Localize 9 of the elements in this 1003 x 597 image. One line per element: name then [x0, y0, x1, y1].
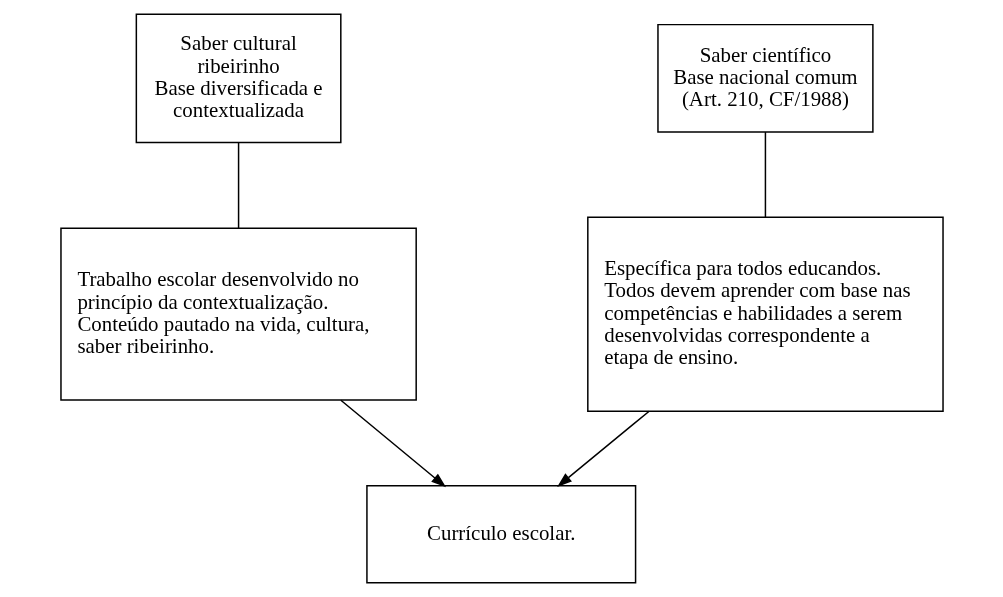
- connector: [764, 131, 766, 218]
- arrow: [556, 410, 650, 487]
- node-box: Saber científico Base nacional comum (Art. 210, CF/1988): [656, 23, 874, 133]
- connector: [237, 142, 239, 229]
- node-box: Currículo escolar.: [365, 485, 636, 584]
- node-box: Específica para todos educandos. Todos devem aprender com base nas competências e habilidades a serem desenvolvidas correspondente a etapa de ensino.: [586, 216, 944, 412]
- node-box: Trabalho escolar desenvolvido no princípio da contextualização. Conteúdo pautado na vida, cultura, saber ribeirinho.: [59, 227, 417, 401]
- arrow: [339, 399, 446, 488]
- node-box: Saber cultural ribeirinho Base diversificada e contextualizada: [135, 13, 342, 144]
